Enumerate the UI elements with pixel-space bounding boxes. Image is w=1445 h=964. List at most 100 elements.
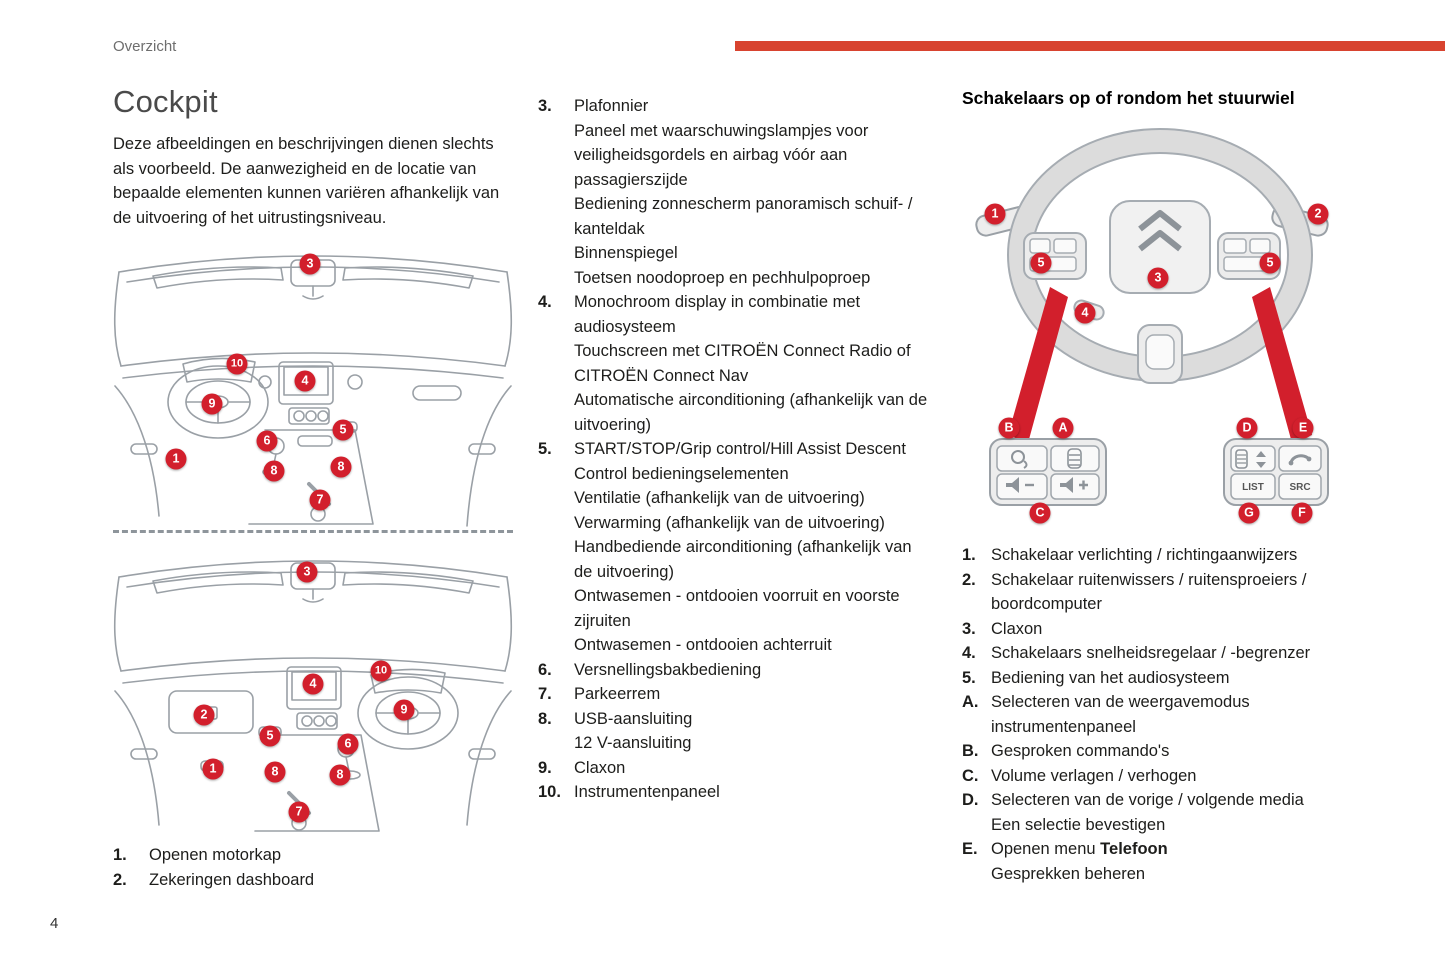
callout-5: 5 [1030,252,1052,274]
item-number: 10. [538,783,561,801]
callout-D: D [1236,417,1258,439]
item-number: B. [962,742,979,760]
callout-6: 6 [337,733,359,755]
callout-5: 5 [259,725,281,747]
callout-8: 8 [329,764,351,786]
item-text: Gesproken commando's [991,742,1170,760]
callout-E: E [1292,417,1314,439]
section-label: Overzicht [113,38,177,55]
item-text-prefix: Openen menu [991,840,1101,858]
callout-7: 7 [288,801,310,823]
legend-item: C. Volume verlagen / verhogen [962,764,1347,789]
item-text: Monochroom display in combinatie met aud… [574,293,928,434]
callout-4: 4 [302,673,324,695]
item-number: 1. [113,846,127,864]
legend-item: 5. Bediening van het audiosysteem [962,666,1347,691]
legend-item: 8. USB-aansluiting 12 V-aansluiting [538,707,932,756]
item-number: 4. [962,644,976,662]
left-legend: 1. Openen motorkap 2. Zekeringen dashboa… [113,843,513,892]
item-text-line2: Gesprekken beheren [991,864,1146,883]
item-number: 7. [538,685,552,703]
left-control-pod [989,438,1107,506]
wheel-legend: 1. Schakelaar verlichting / richtingaanw… [962,543,1347,886]
callout-5: 5 [332,419,354,441]
item-text: Claxon [991,619,1043,638]
callout-10: 10 [226,353,248,375]
callout-5: 5 [1259,252,1281,274]
middle-column: 3. Plafonnier Paneel met waarschuwingsla… [538,94,932,805]
legend-item: 4. Monochroom display in combinatie met … [538,290,932,437]
callout-2: 2 [1307,203,1329,225]
media-scroll-icon [1235,449,1266,469]
item-text: Volume verlagen / verhogen [991,766,1197,785]
item-number: 3. [538,97,552,115]
item-text: Schakelaars snelheidsregelaar / -begrenz… [991,644,1311,662]
callout-9: 9 [201,393,223,415]
legend-item: 3. Plafonnier Paneel met waarschuwingsla… [538,94,932,290]
voice-command-icon [1011,450,1028,469]
item-text: Selecteren van de weergavemodus instrume… [991,693,1250,736]
page-title: Cockpit [113,84,218,119]
callout-A: A [1052,417,1074,439]
callout-C: C [1029,502,1051,524]
callout-1: 1 [202,758,224,780]
callout-1: 1 [984,203,1006,225]
item-number: A. [962,693,979,711]
item-text: START/STOP/Grip control/Hill Assist Desc… [574,440,912,654]
item-number: 2. [113,870,127,889]
item-number: C. [962,766,979,785]
dashed-separator [113,530,513,533]
callout-8: 8 [330,456,352,478]
callout-4: 4 [1074,302,1096,324]
callout-arrows [1008,287,1312,443]
dashboard-illustration-bottom: 3 10 4 9 2 5 6 1 8 8 7 [113,535,513,835]
item-text: Schakelaar ruitenwissers / ruitensproeie… [991,570,1307,614]
callout-8: 8 [264,761,286,783]
legend-item: 1. Schakelaar verlichting / richtingaanw… [962,543,1347,568]
thumbwheel-icon [1067,448,1082,469]
callout-F: F [1291,502,1313,524]
callout-10: 10 [370,660,392,682]
legend-item: 5. START/STOP/Grip control/Hill Assist D… [538,437,932,658]
item-text: Openen motorkap [149,846,282,864]
item-number: E. [962,840,978,858]
callout-9: 9 [393,699,415,721]
callout-4: 4 [294,370,316,392]
right-control-pod: LIST SRC [1223,438,1329,506]
item-text: Bediening van het audiosysteem [991,668,1230,687]
wheel-section-title: Schakelaars op of rondom het stuurwiel [962,88,1295,108]
legend-item: 1. Openen motorkap [113,843,513,868]
src-button-label: SRC [1289,482,1310,493]
legend-item: 9. Claxon [538,756,932,781]
accent-bar [735,41,1445,51]
legend-item: B. Gesproken commando's [962,739,1347,764]
legend-item: 4. Schakelaars snelheidsregelaar / -begr… [962,641,1347,666]
item-text: Claxon [574,758,626,777]
item-number: 5. [538,440,552,458]
steering-wheel-drawing: LIST SRC [975,128,1329,506]
callout-B: B [998,417,1020,439]
item-text: Versnellingsbakbediening [574,660,762,679]
legend-item: 2. Zekeringen dashboard [113,868,513,893]
callout-3: 3 [299,253,321,275]
citroen-chevrons-icon [1138,210,1182,252]
legend-item: 2. Schakelaar ruitenwissers / ruitenspro… [962,568,1347,617]
left-column: Cockpit Deze afbeeldingen en beschrijvin… [113,84,513,892]
callout-3: 3 [296,561,318,583]
item-number: 6. [538,660,552,679]
legend-item: 6. Versnellingsbakbediening [538,658,932,683]
callout-1: 1 [165,448,187,470]
item-number: 4. [538,293,552,311]
callout-2: 2 [193,704,215,726]
right-column: Schakelaars op of rondom het stuurwiel [962,88,1347,886]
item-text: Parkeerrem [574,685,661,703]
volume-up-icon [1060,477,1088,493]
item-text-bold: Telefoon [1100,840,1168,858]
legend-item: A. Selecteren van de weergavemodus instr… [962,690,1347,739]
item-text: USB-aansluiting 12 V-aansluiting [574,709,693,753]
legend-item: 7. Parkeerrem [538,682,932,707]
callout-8: 8 [263,460,285,482]
